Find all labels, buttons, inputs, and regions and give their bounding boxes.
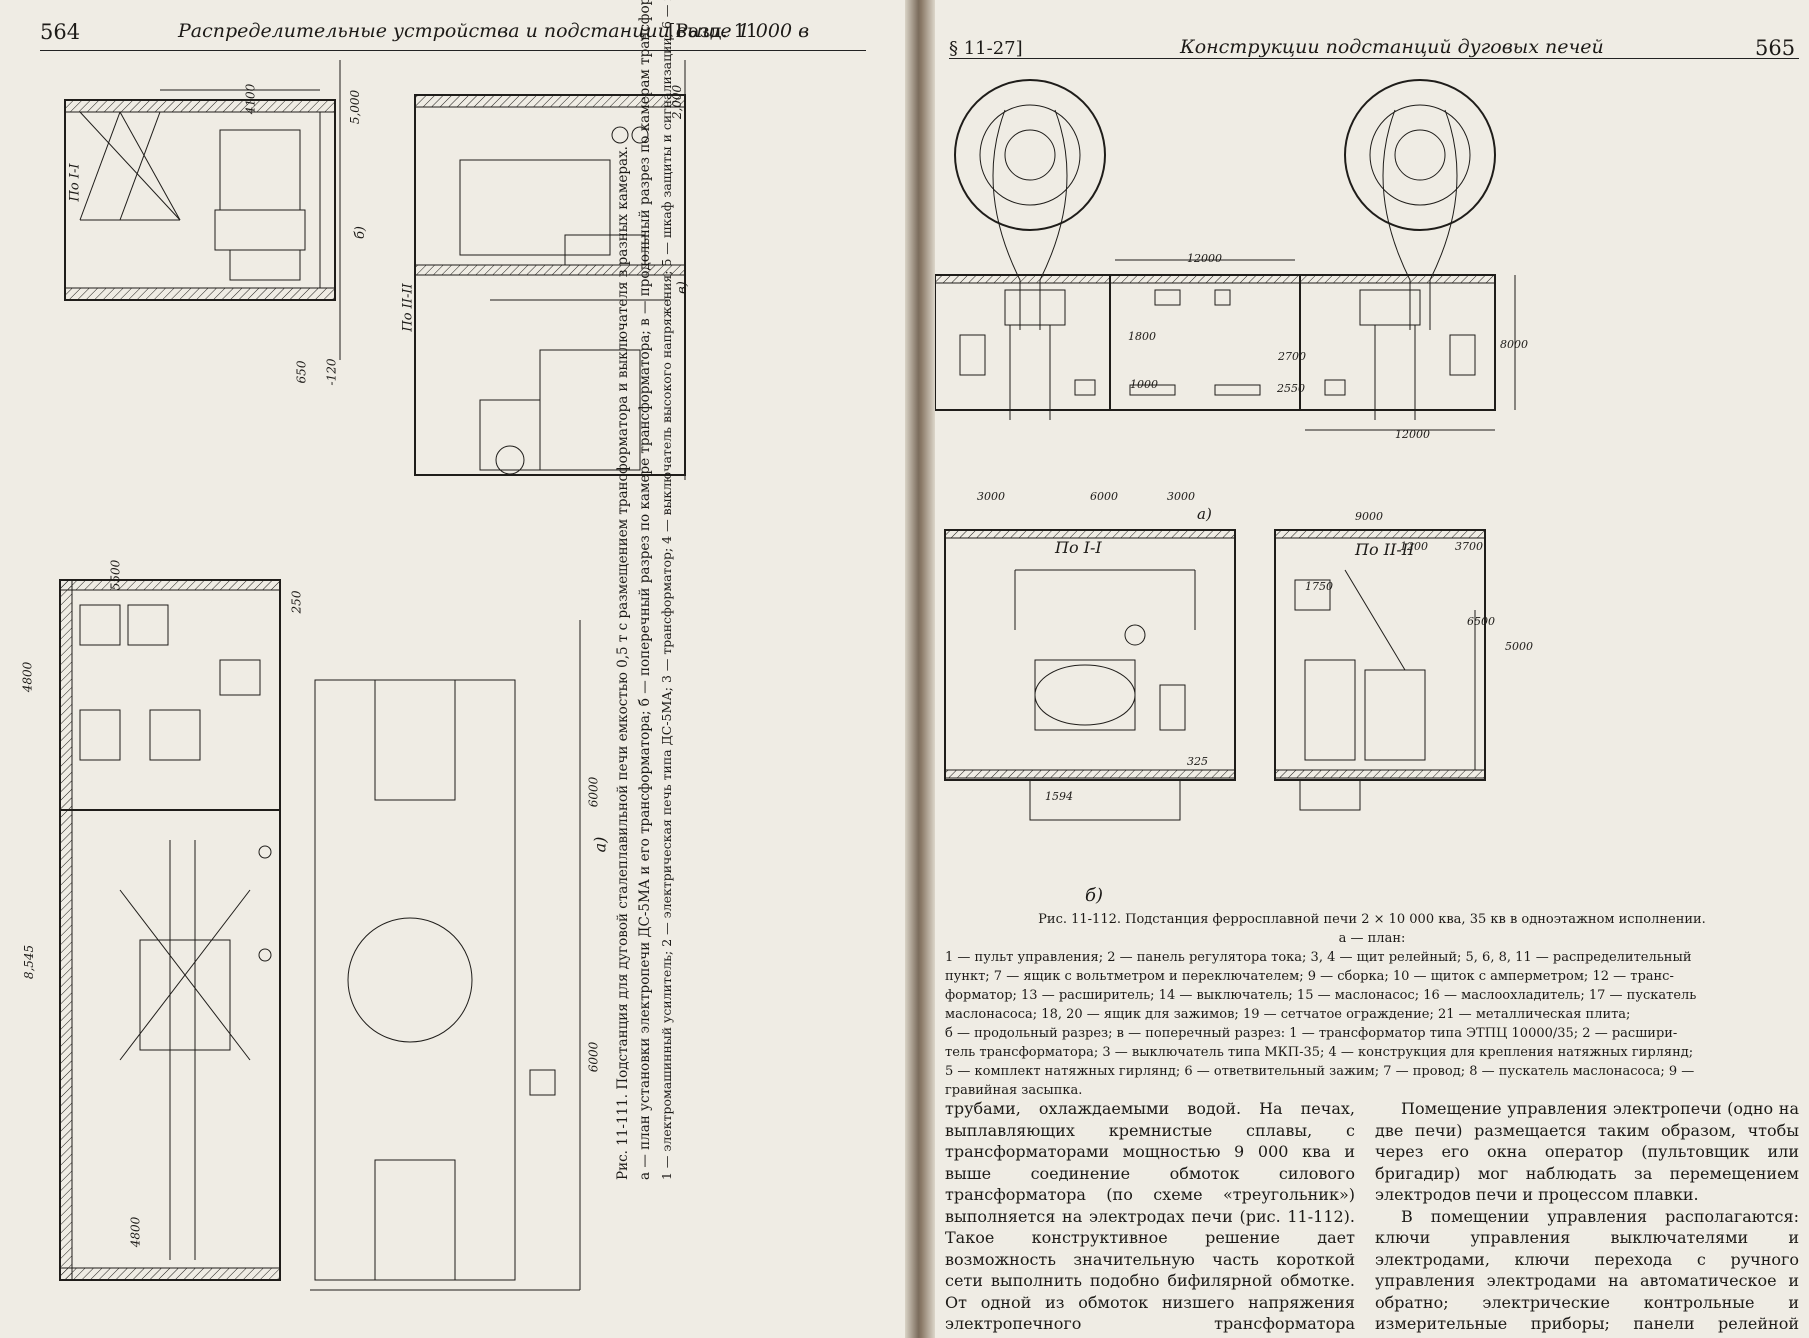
plan-dimension-label: 2700 xyxy=(1278,350,1306,363)
plan-dimension-label: 12000 xyxy=(1395,428,1430,441)
caption-plan-label: а — план: xyxy=(1338,931,1406,946)
paragraph: трубами, охлаждаемыми водой. На печах, в… xyxy=(945,1099,1355,1338)
plan-legend-line: маслонасоса; 18, 20 — ящик для зажимов; … xyxy=(945,1007,1631,1022)
plan-legend-line: форматор; 13 — расширитель; 14 — выключа… xyxy=(945,988,1697,1003)
sub-label-b: б) xyxy=(353,225,369,240)
dimension-label: 8,545 xyxy=(22,944,37,980)
paragraph: Помещение управления электропечи (одно н… xyxy=(1375,1099,1799,1204)
left-section-ref: [Разд. 11 xyxy=(668,20,758,42)
dimension-label: 4100 xyxy=(243,83,258,115)
dimension-label: 6000 xyxy=(586,1041,601,1073)
dimension-label: -120 xyxy=(324,358,339,386)
section-I-I-drawing xyxy=(64,60,341,360)
section-legend-line: тель трансформатора; 3 — выключатель тип… xyxy=(945,1045,1694,1060)
caption-parts: а — план установки электропечи ДС-5МА и … xyxy=(637,0,653,1180)
section-dimension-label: 325 xyxy=(1187,755,1208,768)
section-legend-line: 5 — комплект натяжных гирлянд; 6 — ответ… xyxy=(945,1064,1695,1079)
right-header-rule xyxy=(949,58,1799,59)
section-II-II-drawing xyxy=(414,60,686,480)
figure-caption-11-112: Рис. 11-112. Подстанция ферросплавной пе… xyxy=(945,910,1799,1100)
section-dimension-label: 1750 xyxy=(1305,580,1333,593)
dimension-label: 4800 xyxy=(20,661,35,693)
view-label-I-I: По I-I xyxy=(67,163,83,202)
section-dimension-label: 1200 xyxy=(1400,540,1428,553)
figure-caption-11-111: Рис. 11-111. Подстанция для дуговой стал… xyxy=(612,0,678,1180)
caption-title: Рис. 11-112. Подстанция ферросплавной пе… xyxy=(1038,912,1706,927)
plan-legend-line: пункт; 7 — ящик с вольтметром и переключ… xyxy=(945,969,1674,984)
section-sub-label-b: б) xyxy=(1085,885,1104,906)
caption-title: Рис. 11-111. Подстанция для дуговой стал… xyxy=(615,146,631,1180)
right-view-label-I-I: По I-I xyxy=(1055,538,1102,557)
section-dimension-label: 6000 xyxy=(1090,490,1118,503)
section-dimension-label: 3000 xyxy=(1167,490,1195,503)
left-running-head: Распределительные устройства и подстанци… xyxy=(178,20,810,42)
left-page: 564 Распределительные устройства и подст… xyxy=(0,0,905,1338)
plan-drawing xyxy=(59,579,581,1291)
left-page-number: 564 xyxy=(40,20,81,44)
plan-legend-line: 1 — пульт управления; 2 — панель регулят… xyxy=(945,950,1692,965)
right-drawings xyxy=(935,79,1516,821)
dimension-label: 4800 xyxy=(128,1216,143,1248)
section-II-II-right xyxy=(1274,529,1486,811)
section-dimension-label: 1594 xyxy=(1045,790,1073,803)
plan-sub-label-a: а) xyxy=(1197,505,1212,523)
body-column-right: Помещение управления электропечи (одно н… xyxy=(1375,1098,1799,1338)
view-label-II-II: По II-II xyxy=(400,283,416,332)
furnace-right xyxy=(1344,79,1496,330)
plan-dimension-label: 1800 xyxy=(1128,330,1156,343)
right-page-number: 565 xyxy=(1755,36,1796,60)
right-running-head: Конструкции подстанций дуговых печей xyxy=(1180,36,1604,58)
book-gutter xyxy=(905,0,935,1338)
plan-dimension-label: 8000 xyxy=(1500,338,1528,351)
dimension-label: 650 xyxy=(294,360,309,384)
paragraph: В помещении управления располагаются: кл… xyxy=(1375,1206,1799,1338)
section-dimension-label: 3000 xyxy=(977,490,1005,503)
section-legend-line: гравийная засыпка. xyxy=(945,1083,1083,1098)
right-section-ref: § 11-27] xyxy=(949,38,1023,59)
furnace-left xyxy=(954,79,1106,330)
plan-dimension-label: 1000 xyxy=(1130,378,1158,391)
plan-dimension-label: 2550 xyxy=(1277,382,1305,395)
section-dimension-label: 3700 xyxy=(1455,540,1483,553)
dimension-label: 2,000 xyxy=(670,84,685,120)
right-view-label-II-II: По II-II xyxy=(1355,540,1415,559)
right-page: § 11-27] Конструкции подстанций дуговых … xyxy=(935,0,1809,1338)
section-I-I-right xyxy=(944,529,1236,821)
dimension-label: 6000 xyxy=(586,776,601,808)
section-dimension-label: 9000 xyxy=(1355,510,1383,523)
dimension-label: 5500 xyxy=(108,559,123,591)
left-header-rule xyxy=(40,50,866,51)
substation-plan xyxy=(935,259,1516,431)
section-legend-line: б — продольный разрез; в — поперечный ра… xyxy=(945,1026,1678,1041)
section-dimension-label: 5000 xyxy=(1505,640,1533,653)
section-dimension-label: 6500 xyxy=(1467,615,1495,628)
plan-dimension-label: 12000 xyxy=(1187,252,1222,265)
caption-legend: 1 — электромашинный усилитель; 2 — элект… xyxy=(659,0,674,1180)
body-column-left: трубами, охлаждаемыми водой. На печах, в… xyxy=(945,1098,1355,1338)
dimension-label: 5,000 xyxy=(348,89,363,125)
sub-label-a: а) xyxy=(590,836,610,853)
dimension-label: 250 xyxy=(289,590,304,614)
left-drawings xyxy=(59,60,686,1291)
